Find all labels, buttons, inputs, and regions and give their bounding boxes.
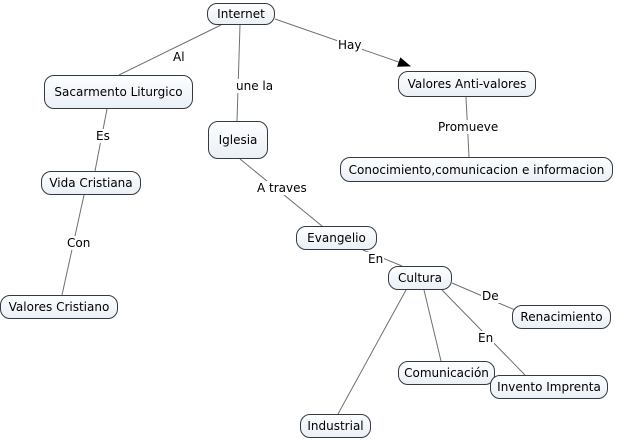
node-valores-cristiano[interactable]: Valores Cristiano	[0, 295, 118, 319]
node-cultura[interactable]: Cultura	[388, 266, 452, 290]
node-industrial[interactable]: Industrial	[300, 414, 371, 438]
edge-label-al[interactable]: Al	[172, 50, 186, 64]
node-comunicacion[interactable]: Comunicación	[398, 361, 495, 385]
node-internet[interactable]: Internet	[207, 3, 275, 25]
node-evangelio[interactable]: Evangelio	[296, 226, 377, 250]
edge-label-en-imprenta[interactable]: En	[477, 331, 495, 345]
edge-label-a-traves[interactable]: A traves	[256, 181, 308, 195]
edge-label-promueve[interactable]: Promueve	[437, 120, 500, 134]
node-sacarmento-liturgico[interactable]: Sacarmento Liturgico	[44, 75, 193, 109]
edge-label-une-la[interactable]: une la	[235, 79, 275, 93]
edge-line-cultura-comunicacion	[423, 289, 442, 362]
node-valores-anti-valores[interactable]: Valores Anti-valores	[398, 71, 536, 97]
edge-label-en-cultura[interactable]: En	[367, 252, 385, 266]
edge-line-cultura-industrial	[337, 289, 407, 415]
node-iglesia[interactable]: Iglesia	[208, 121, 268, 159]
node-invento-imprenta[interactable]: Invento Imprenta	[490, 375, 608, 399]
edge-line-internet-sacarmento-liturgico	[118, 24, 222, 76]
node-renacimiento[interactable]: Renacimiento	[512, 305, 611, 329]
edge-line-internet-iglesia	[236, 24, 241, 122]
node-conocimiento[interactable]: Conocimiento,comunicacion e informacion	[340, 157, 613, 182]
edge-label-hay[interactable]: Hay	[337, 38, 363, 52]
edge-label-es[interactable]: Es	[95, 129, 111, 143]
edge-label-con[interactable]: Con	[66, 236, 92, 250]
node-vida-cristiana[interactable]: Vida Cristiana	[41, 171, 141, 195]
edge-label-de[interactable]: De	[481, 289, 500, 303]
